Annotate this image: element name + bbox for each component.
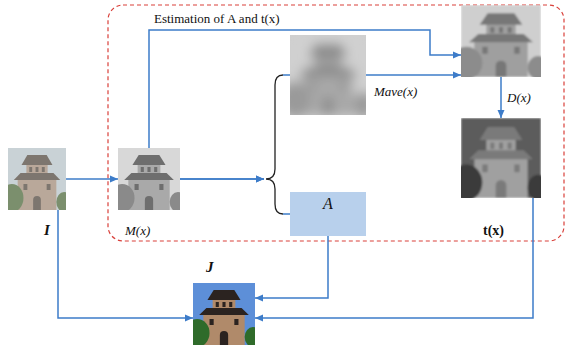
- blurred-photo: [280, 35, 374, 118]
- image-caption: Mave(x): [374, 85, 417, 100]
- connector-line: [255, 236, 328, 298]
- box-label: A: [323, 195, 333, 213]
- image-caption: D(x): [507, 91, 531, 106]
- image-node: Mave(x): [290, 35, 366, 115]
- image-caption: t(x): [483, 223, 504, 239]
- arrow-head: [256, 176, 264, 183]
- edge-label: Estimation of A and t(x): [152, 12, 282, 27]
- image-node: M(x): [118, 148, 180, 210]
- flow-arrow: [498, 77, 505, 118]
- arrow-head: [110, 176, 118, 183]
- connector-line: [58, 210, 193, 318]
- connector-line: [180, 178, 264, 180]
- flow-arrow: [149, 30, 461, 148]
- flow-arrow: [255, 236, 328, 302]
- image-node: I: [8, 148, 66, 210]
- flow-arrow: [180, 75, 290, 183]
- arrow-head: [185, 315, 193, 322]
- dehazed-photo: [185, 283, 261, 347]
- image-caption: J: [206, 259, 214, 276]
- hazy-photo: [0, 148, 72, 212]
- transmission-photo: [450, 118, 549, 201]
- image-node: D(x): [461, 5, 541, 77]
- connector-line: [366, 74, 461, 76]
- flow-arrow: [180, 176, 290, 215]
- flow-arrow: [66, 176, 118, 183]
- arrow-head: [255, 295, 263, 302]
- connector-line: [283, 213, 290, 215]
- image-caption: M(x): [125, 224, 150, 239]
- dashed-region: [108, 5, 564, 241]
- flow-arrow: [366, 72, 461, 79]
- connector-line: [283, 74, 290, 76]
- image-node: t(x): [461, 118, 541, 198]
- flow-arrow: [58, 210, 193, 322]
- image-node: J: [193, 283, 255, 345]
- arrow-head: [453, 72, 461, 79]
- brace: [266, 75, 283, 214]
- arrow-head: [453, 52, 461, 59]
- arrow-head: [498, 110, 505, 118]
- min-channel-photo: [110, 148, 186, 212]
- connector-line: [149, 30, 461, 148]
- connector-line: [180, 178, 264, 180]
- image-caption: I: [44, 222, 50, 239]
- arrow-head: [256, 176, 264, 183]
- arrow-head: [255, 315, 263, 322]
- process-box: A: [290, 192, 366, 236]
- difference-photo: [450, 5, 549, 79]
